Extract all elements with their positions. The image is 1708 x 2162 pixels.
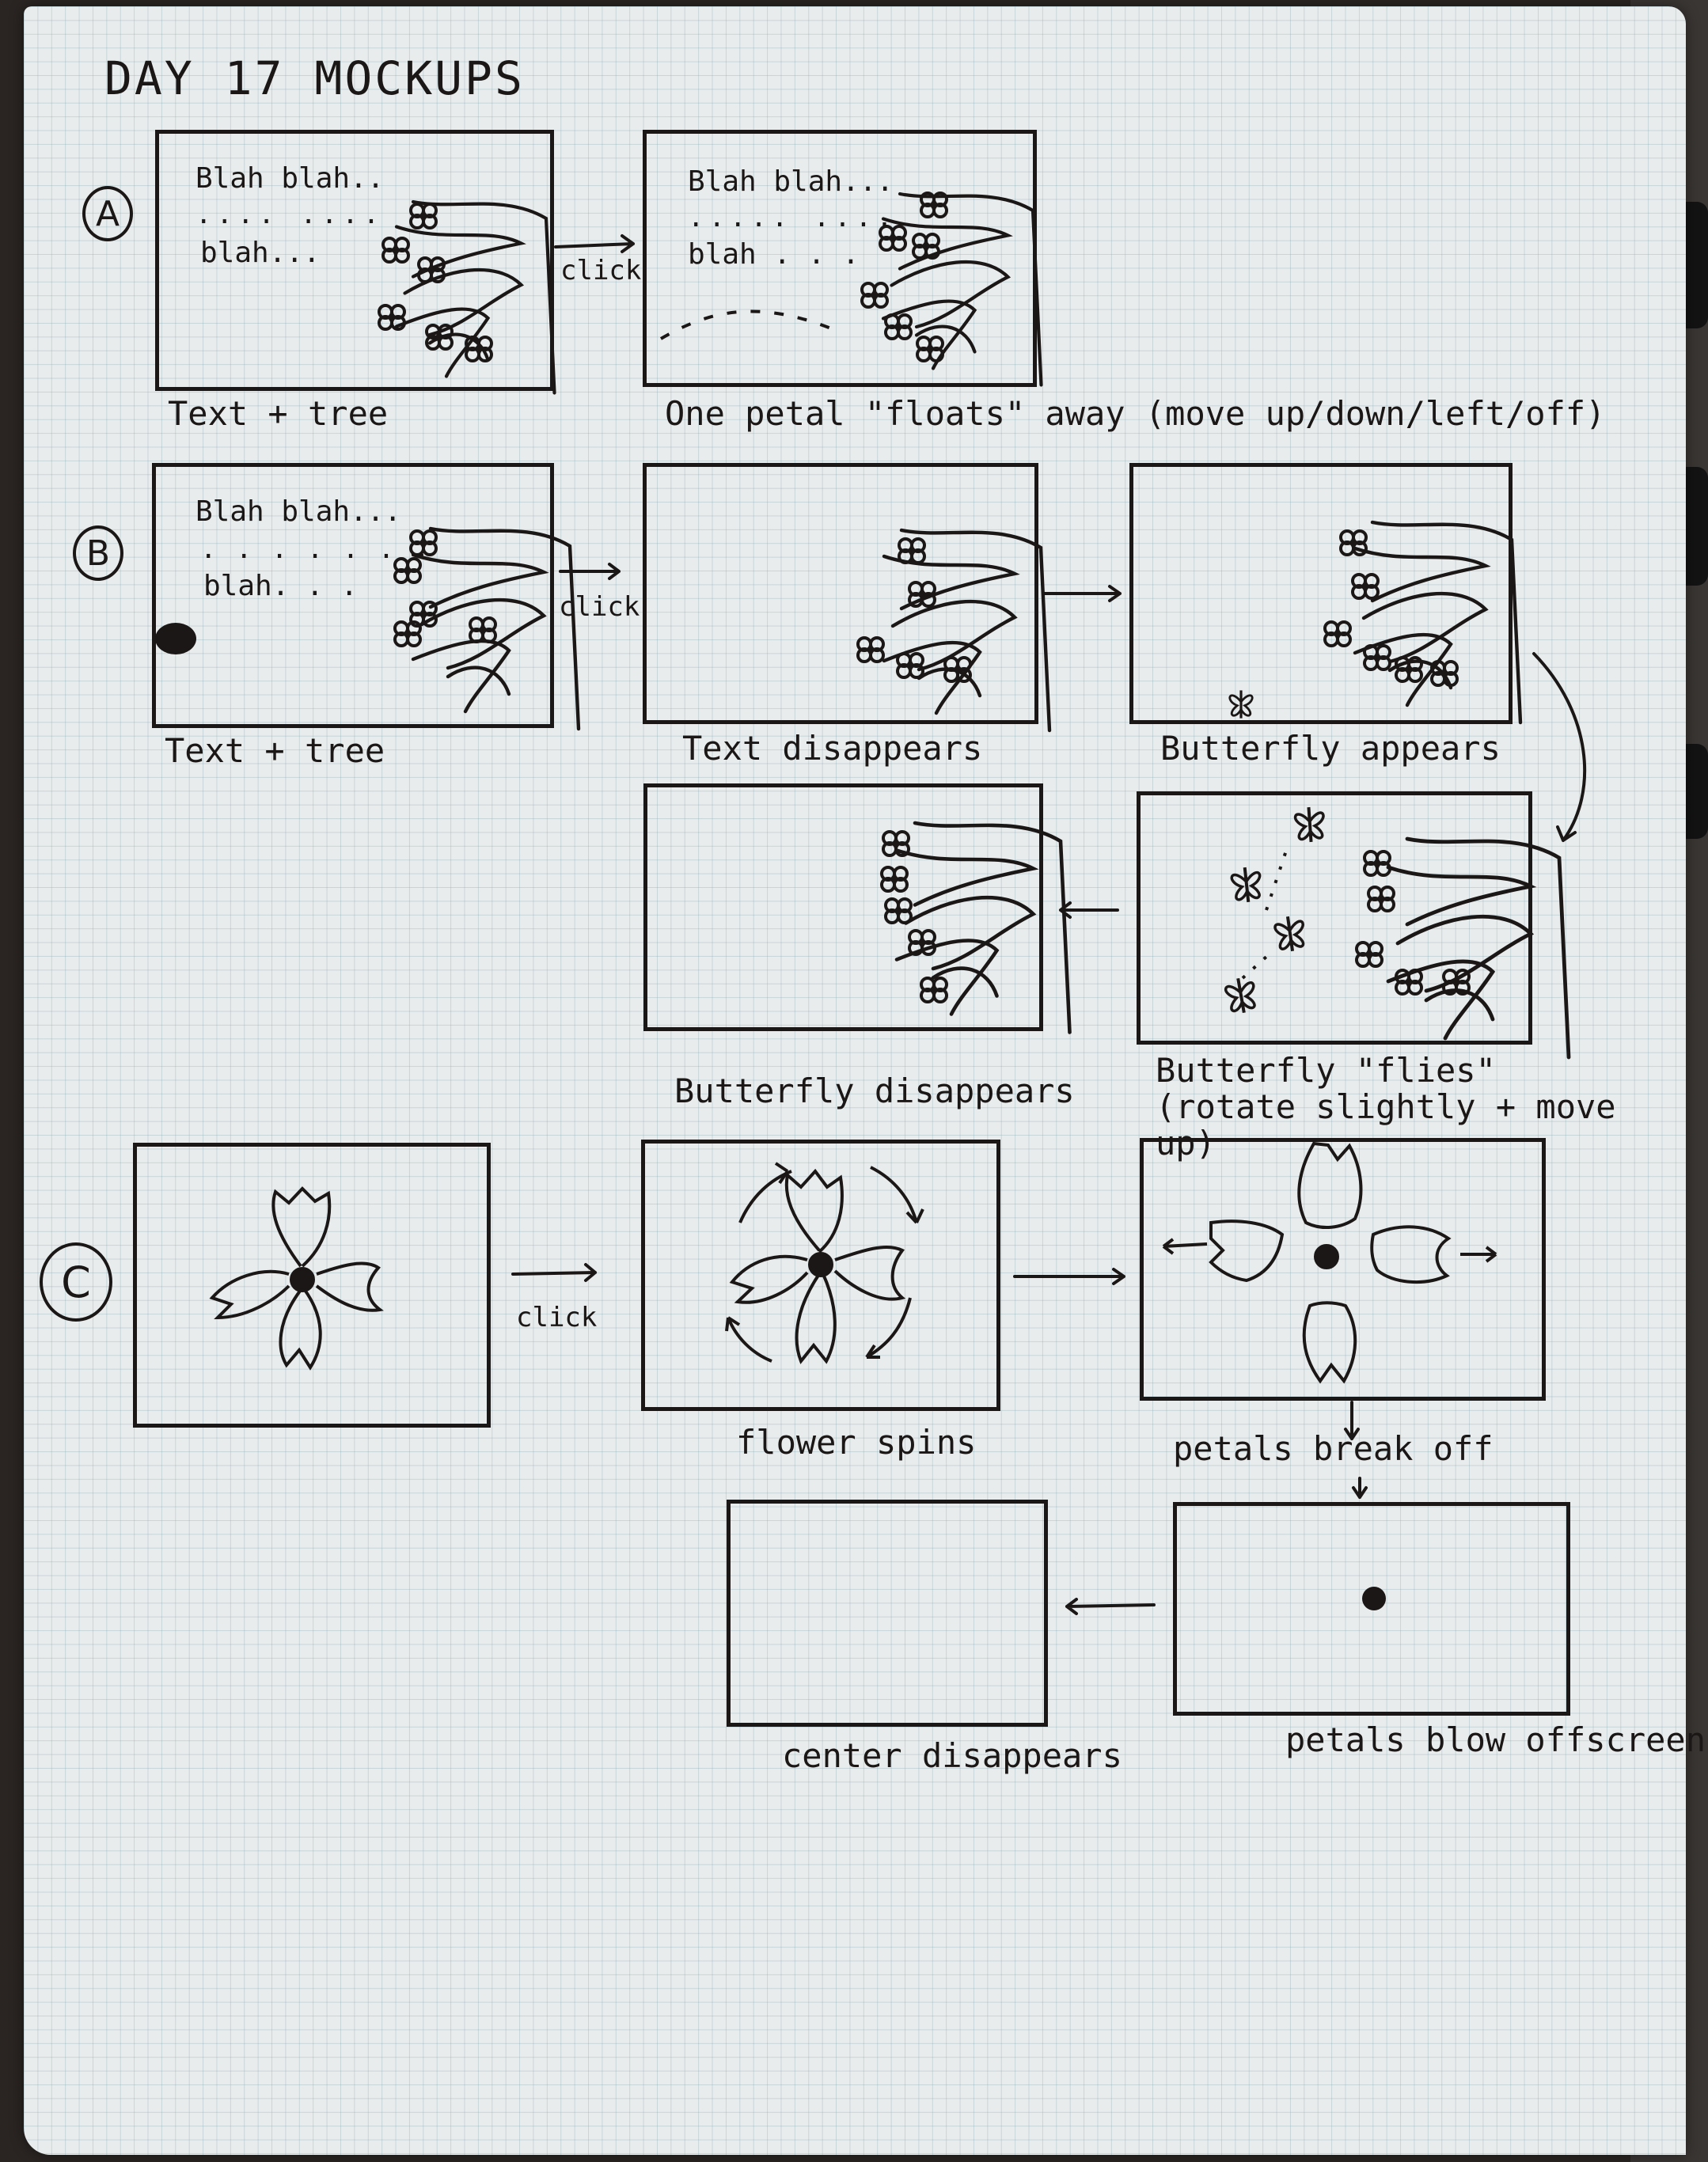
frame-dots: . . . . . . . bbox=[200, 533, 432, 565]
mockup-frame-c1 bbox=[133, 1143, 491, 1428]
mockup-frame-b5 bbox=[1137, 791, 1532, 1045]
caption-butterfly-disappears: Butterfly disappears bbox=[674, 1072, 1075, 1110]
caption-text-tree: Text + tree bbox=[165, 731, 385, 770]
mockup-frame-c5 bbox=[1173, 1502, 1570, 1716]
section-marker-b: B bbox=[73, 525, 123, 581]
mockup-frame-c3 bbox=[1140, 1138, 1546, 1401]
caption-center-disappears: center disappears bbox=[782, 1736, 1122, 1775]
caption-text-disappears: Text disappears bbox=[682, 729, 983, 768]
page-title: DAY 17 MOCKUPS bbox=[104, 51, 525, 105]
arrow-label-click: click bbox=[560, 255, 642, 286]
mockup-frame-b2 bbox=[643, 463, 1038, 724]
caption-petals-blow-offscreen: petals blow offscreen bbox=[1285, 1720, 1706, 1759]
mockup-frame-b3 bbox=[1129, 463, 1513, 724]
arrow-label-click: click bbox=[516, 1302, 598, 1333]
frame-text-line1: Blah blah... bbox=[195, 495, 402, 528]
frame-text-line2: blah . . . bbox=[688, 238, 860, 271]
frame-text-line1: Blah blah.. bbox=[195, 162, 385, 195]
caption-flower-spins: flower spins bbox=[736, 1423, 977, 1462]
mockup-frame-a2: Blah blah... ..... .... blah . . . bbox=[643, 130, 1037, 387]
caption-butterfly-appears: Butterfly appears bbox=[1160, 729, 1501, 768]
mockup-frame-c4 bbox=[727, 1500, 1048, 1727]
mockup-frame-b1: Blah blah... . . . . . . . blah. . . bbox=[152, 463, 554, 728]
mockup-frame-c2 bbox=[641, 1140, 1000, 1411]
caption-text-tree: Text + tree bbox=[168, 394, 389, 433]
section-marker-a: A bbox=[82, 186, 133, 241]
frame-text-line2: blah. . . bbox=[203, 570, 359, 602]
frame-text-line1: Blah blah... bbox=[688, 165, 894, 198]
frame-dots: .... .... bbox=[195, 199, 385, 230]
caption-petals-break-off: petals break off bbox=[1173, 1429, 1494, 1468]
grid-paper bbox=[24, 6, 1686, 2155]
frame-dots: ..... .... bbox=[688, 202, 898, 233]
arrow-label-click: click bbox=[559, 591, 640, 623]
mockup-frame-a1: Blah blah.. .... .... blah... bbox=[155, 130, 554, 391]
caption-petal-floats: One petal "floats" away (move up/down/le… bbox=[665, 394, 1606, 433]
frame-text-line2: blah... bbox=[200, 237, 321, 269]
mockup-frame-b4 bbox=[643, 783, 1043, 1031]
section-marker-c: C bbox=[40, 1242, 112, 1322]
